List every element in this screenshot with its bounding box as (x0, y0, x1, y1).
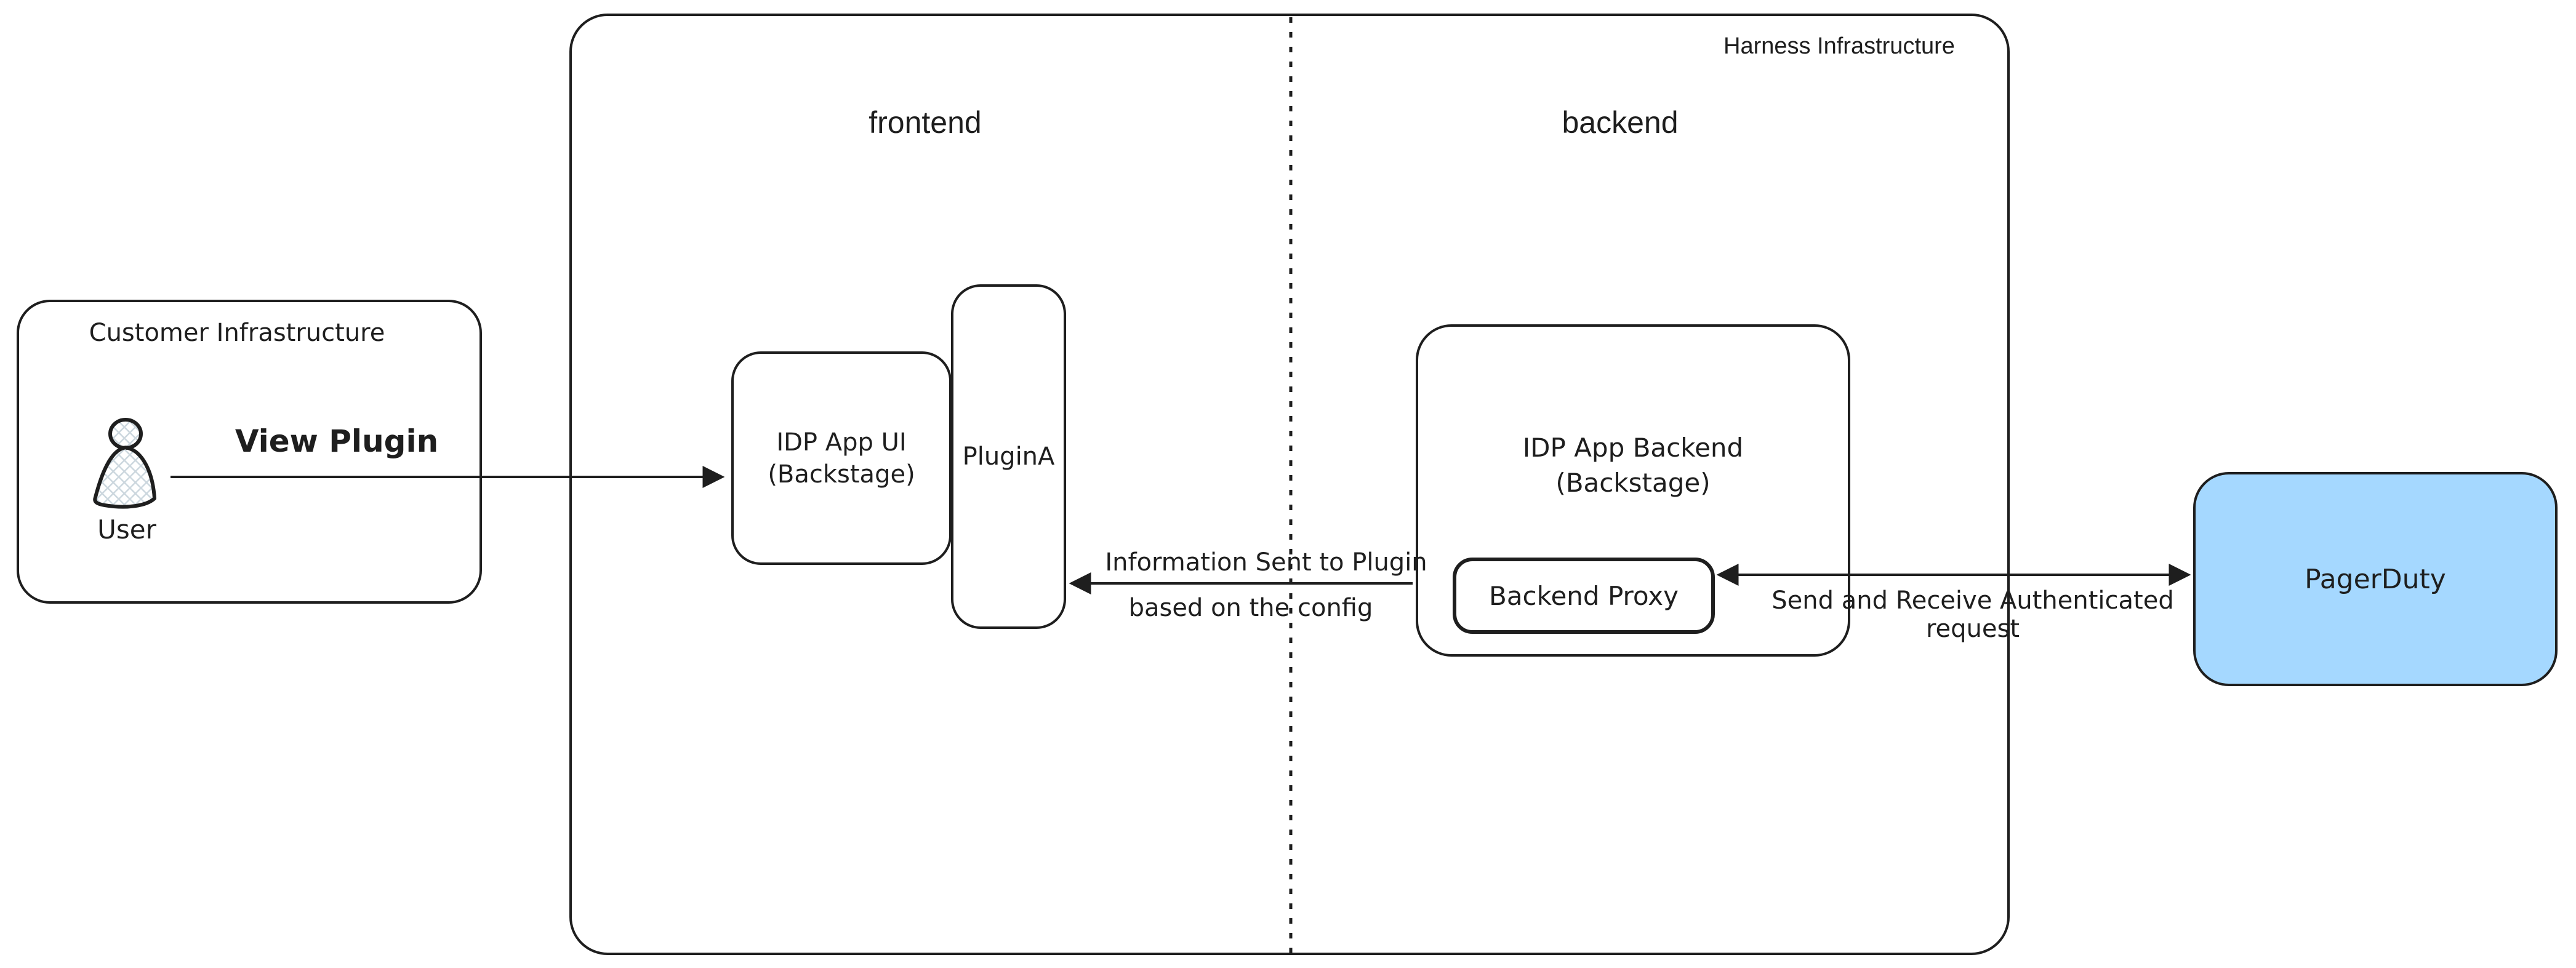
idp-app-ui-line2: (Backstage) (768, 460, 915, 489)
backend-proxy-label: Backend Proxy (1489, 580, 1679, 611)
info-sent-label-line2: based on the config (1128, 594, 1373, 622)
idp-app-ui-label: IDP App UI (Backstage) (731, 351, 952, 565)
customer-infrastructure-box (17, 300, 482, 604)
send-receive-label-line1: Send and Receive Authenticated (1772, 586, 2174, 615)
send-receive-label-line2: request (1925, 615, 2020, 643)
view-plugin-label: View Plugin (235, 423, 439, 459)
idp-app-ui-box (731, 351, 952, 565)
user-label: User (97, 514, 156, 545)
pagerduty-label: PagerDuty (2305, 563, 2446, 595)
customer-infrastructure-label: Customer Infrastructure (89, 319, 385, 347)
harness-infrastructure-label: Harness Infrastructure (1723, 33, 1955, 59)
idp-app-backend-label: IDP App Backend (Backstage) (1416, 431, 1850, 500)
idp-app-backend-line2: (Backstage) (1555, 467, 1711, 498)
info-sent-label-line1: Information Sent to Plugin (1105, 548, 1427, 577)
harness-infrastructure-box (569, 14, 2010, 955)
idp-app-ui-line1: IDP App UI (776, 428, 907, 457)
frontend-section-label: frontend (869, 105, 982, 140)
idp-app-backend-line1: IDP App Backend (1522, 433, 1744, 463)
backend-proxy-box (1453, 558, 1715, 634)
plugin-a-box (951, 284, 1066, 629)
backend-section-label: backend (1562, 105, 1679, 140)
idp-app-backend-box (1416, 324, 1850, 657)
pagerduty-box (2193, 472, 2558, 686)
plugin-a-label: PluginA (962, 442, 1055, 471)
